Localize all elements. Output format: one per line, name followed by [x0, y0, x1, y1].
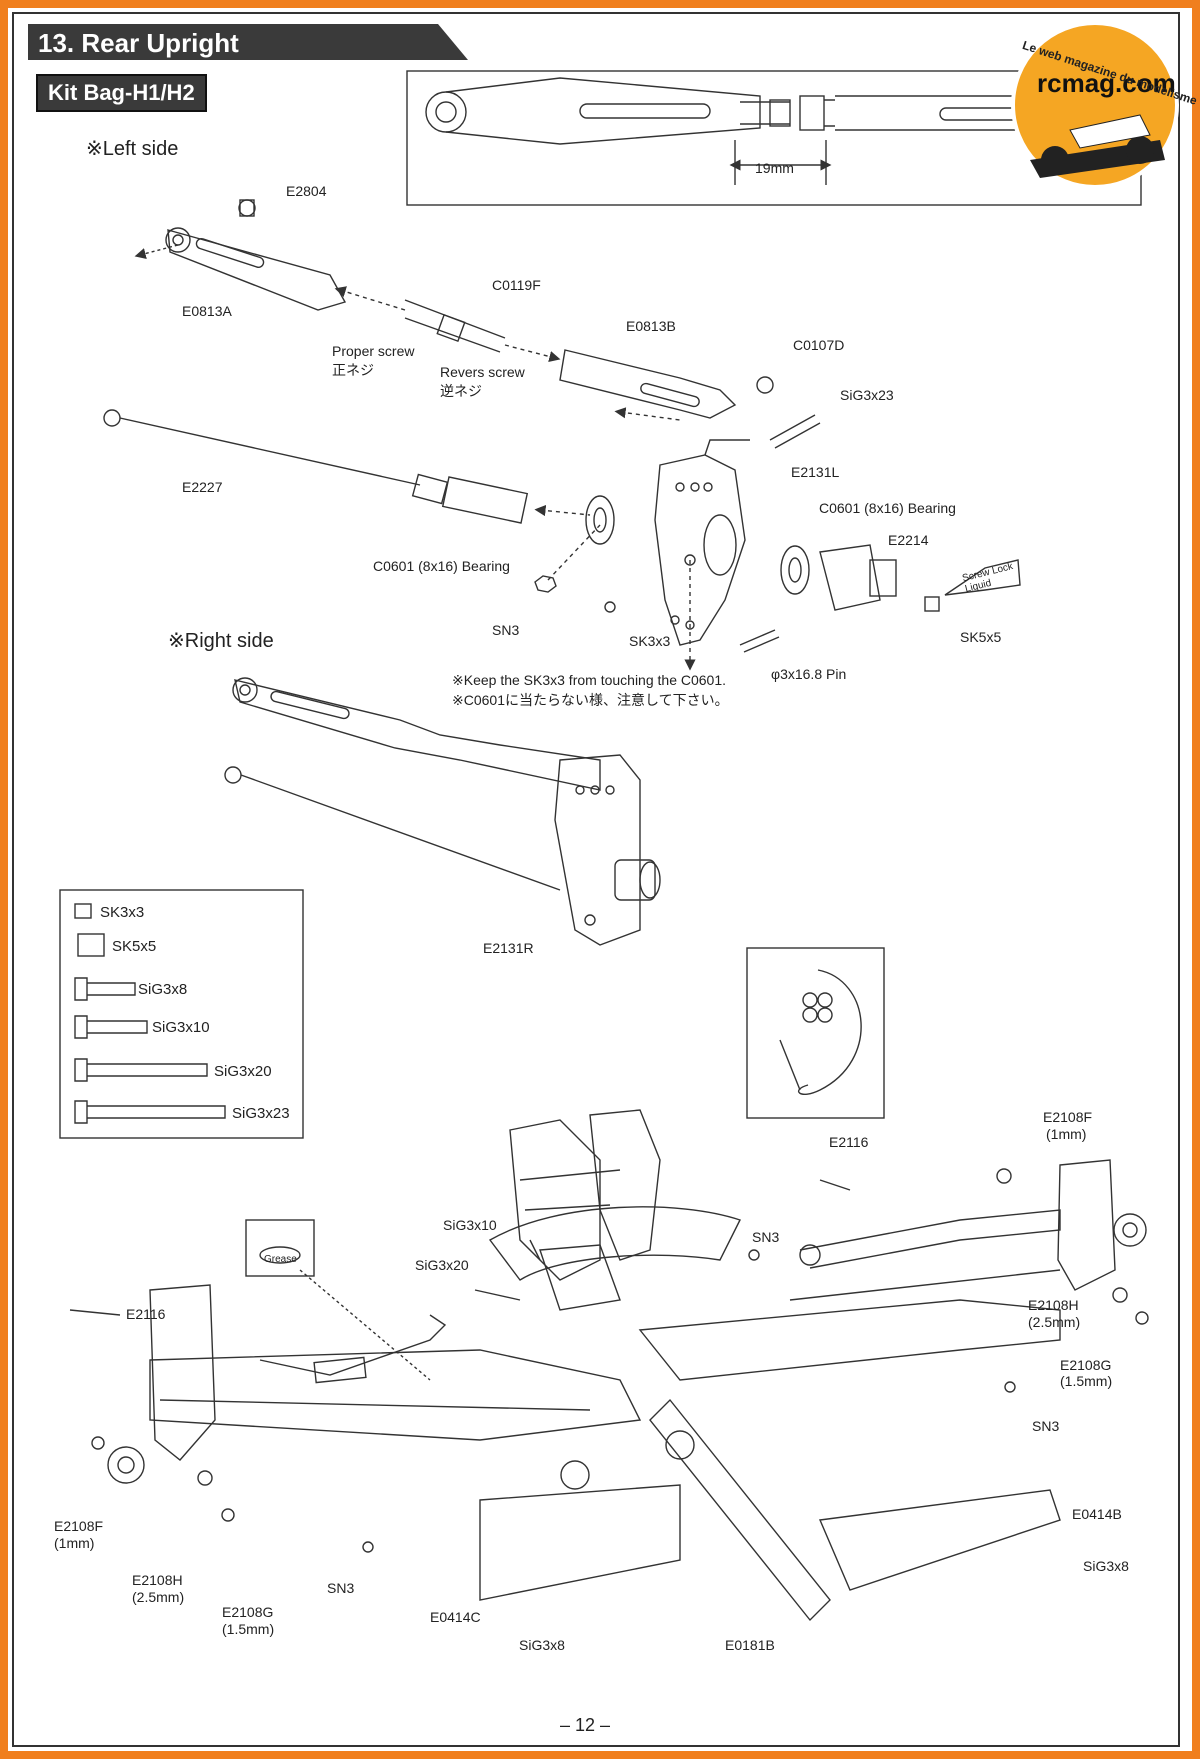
kit-bag-label: Kit Bag-H1/H2 — [36, 74, 207, 112]
label-e2227: E2227 — [182, 479, 223, 495]
rcmag-logo-badge — [1011, 21, 1179, 189]
hw-sig3x23: SiG3x23 — [232, 1105, 290, 1122]
label-e0414c: E0414C — [430, 1609, 481, 1625]
label-c0107d: C0107D — [793, 337, 845, 353]
label-revers-screw: Revers screw — [440, 364, 525, 380]
label-e2108g-left-size: (1.5mm) — [222, 1621, 275, 1637]
label-proper-screw-jp: 正ネジ — [332, 362, 374, 378]
label-sig3x8-right: SiG3x8 — [1083, 1558, 1129, 1574]
label-c0601-left: C0601 (8x16) Bearing — [373, 558, 510, 574]
grease-label: Grease — [264, 1254, 297, 1265]
manual-sheet — [12, 12, 1180, 1747]
label-sig3x20: SiG3x20 — [415, 1257, 469, 1273]
label-proper-screw: Proper screw — [332, 343, 415, 359]
hw-sk3x3: SK3x3 — [100, 904, 145, 921]
page-title: 13. Rear Upright — [38, 28, 239, 58]
label-e2108g-right-size: (1.5mm) — [1060, 1373, 1113, 1389]
section-header: 13. Rear Upright — [28, 24, 468, 60]
label-e2116-left: E2116 — [126, 1306, 166, 1322]
hw-sig3x20: SiG3x20 — [214, 1063, 272, 1080]
label-e2214: E2214 — [888, 532, 929, 548]
label-e2108g-right: E2108G — [1060, 1357, 1112, 1373]
label-revers-screw-jp: 逆ネジ — [440, 383, 482, 399]
label-e2108h-right: E2108H — [1028, 1297, 1079, 1313]
label-sig3x8-left: SiG3x8 — [519, 1637, 565, 1653]
label-e0813b: E0813B — [626, 318, 676, 334]
label-e2108f-right: E2108F — [1043, 1109, 1093, 1125]
label-e2108f-right-size: (1mm) — [1046, 1126, 1087, 1142]
label-e0813a: E0813A — [182, 303, 232, 319]
inset-dimension-label: 19mm — [755, 160, 794, 176]
label-sn3-right: SN3 — [1032, 1418, 1060, 1434]
label-e2108h-left: E2108H — [132, 1572, 183, 1588]
label-sig3x23: SiG3x23 — [840, 387, 894, 403]
note-japanese: ※C0601に当たらない様、注意して下さい。 — [452, 692, 729, 708]
label-sk5x5: SK5x5 — [960, 629, 1002, 645]
label-e0181b: E0181B — [725, 1637, 775, 1653]
label-e2108h-right-size: (2.5mm) — [1028, 1314, 1081, 1330]
label-pin: φ3x16.8 Pin — [771, 666, 847, 682]
label-sk3x3: SK3x3 — [629, 633, 671, 649]
label-e2804: E2804 — [286, 183, 327, 199]
label-e2131l: E2131L — [791, 464, 840, 480]
label-e2131r: E2131R — [483, 940, 534, 956]
label-c0601-right: C0601 (8x16) Bearing — [819, 500, 956, 516]
hw-sig3x10: SiG3x10 — [152, 1019, 210, 1036]
label-e2108f-left: E2108F — [54, 1518, 104, 1534]
label-sn3: SN3 — [492, 622, 520, 638]
hw-sk5x5: SK5x5 — [112, 938, 157, 955]
header-banner-shape — [28, 24, 468, 60]
label-sig3x10: SiG3x10 — [443, 1217, 497, 1233]
label-e2108g-left: E2108G — [222, 1604, 274, 1620]
label-e2108f-left-size: (1mm) — [54, 1535, 95, 1551]
page-number: – 12 – — [560, 1715, 611, 1735]
right-side-heading: ※Right side — [168, 630, 274, 652]
hardware-box — [59, 889, 304, 1139]
note-english: ※Keep the SK3x3 from touching the C0601. — [452, 672, 727, 688]
label-c0119f: C0119F — [492, 277, 541, 293]
label-e2108h-left-size: (2.5mm) — [132, 1589, 185, 1605]
label-e0414b: E0414B — [1072, 1506, 1122, 1522]
hw-sig3x8: SiG3x8 — [138, 981, 188, 998]
label-e2116-right: E2116 — [829, 1134, 869, 1150]
left-side-heading: ※Left side — [86, 138, 179, 160]
label-sn3-left: SN3 — [327, 1580, 355, 1596]
logo-wordmark: rcmag.com — [1037, 68, 1176, 98]
label-sn3-top: SN3 — [752, 1229, 780, 1245]
